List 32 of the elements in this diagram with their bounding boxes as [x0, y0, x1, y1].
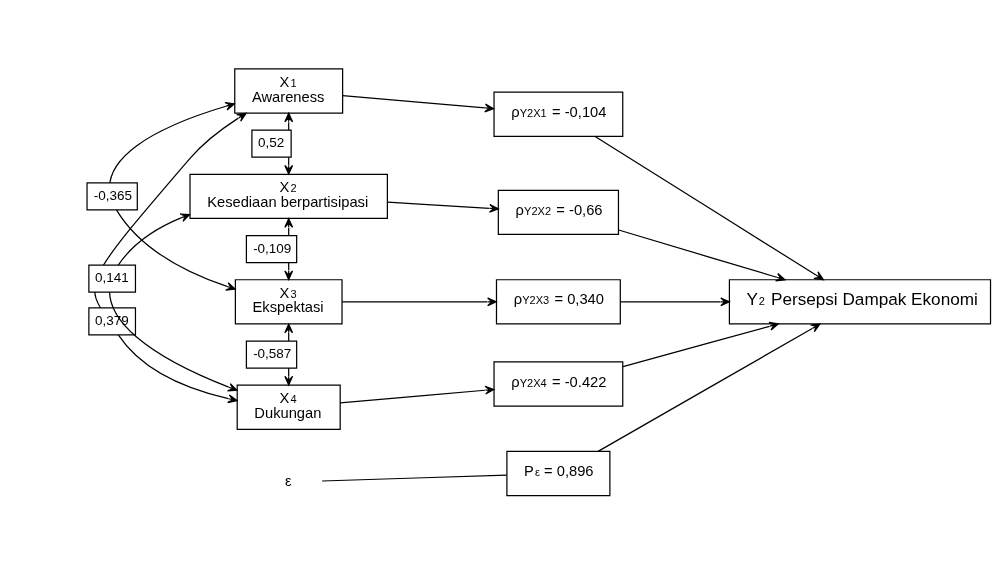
- node-box: Y2 Persepsi Dampak Ekonomi: [728, 278, 992, 324]
- node-box: ρY2X4 = -0.422: [493, 360, 624, 407]
- node-box: ρY2X3 = 0,340: [495, 278, 621, 324]
- node-box: X4 Dukungan: [236, 384, 341, 430]
- node-text: ε: [285, 472, 292, 489]
- arrow: [109, 101, 236, 291]
- arrow: [594, 135, 824, 280]
- arrow: [342, 94, 495, 112]
- node-box: X1 Awareness: [234, 67, 344, 114]
- node-box: X3 Ekspektasi: [234, 278, 343, 324]
- arrow: [339, 385, 495, 403]
- arrow: [284, 217, 294, 280]
- arrow: [284, 112, 294, 175]
- edge-label: 0,52: [258, 134, 285, 150]
- arrow: [386, 201, 499, 213]
- node-box: ρY2X2 = -0,66: [497, 189, 620, 235]
- arrow: [597, 323, 821, 452]
- node-box: X2 Kesediaan berpartisipasi: [189, 173, 388, 219]
- arrow: [94, 112, 247, 403]
- node-box: Pε = 0,896: [506, 450, 611, 496]
- arrow: [622, 321, 779, 367]
- arrow: [619, 296, 730, 306]
- arrow: [284, 323, 294, 385]
- arrow: [109, 212, 238, 391]
- edge-label: -0,587: [253, 345, 292, 361]
- node-box: ρY2X1 = -0,104: [493, 91, 624, 137]
- edge-label: -0,109: [253, 240, 292, 256]
- arrow: [341, 296, 497, 306]
- edge-label: 0,141: [95, 269, 129, 285]
- connector: [321, 473, 508, 482]
- arrow: [618, 228, 786, 282]
- edge-label: -0,365: [93, 187, 132, 203]
